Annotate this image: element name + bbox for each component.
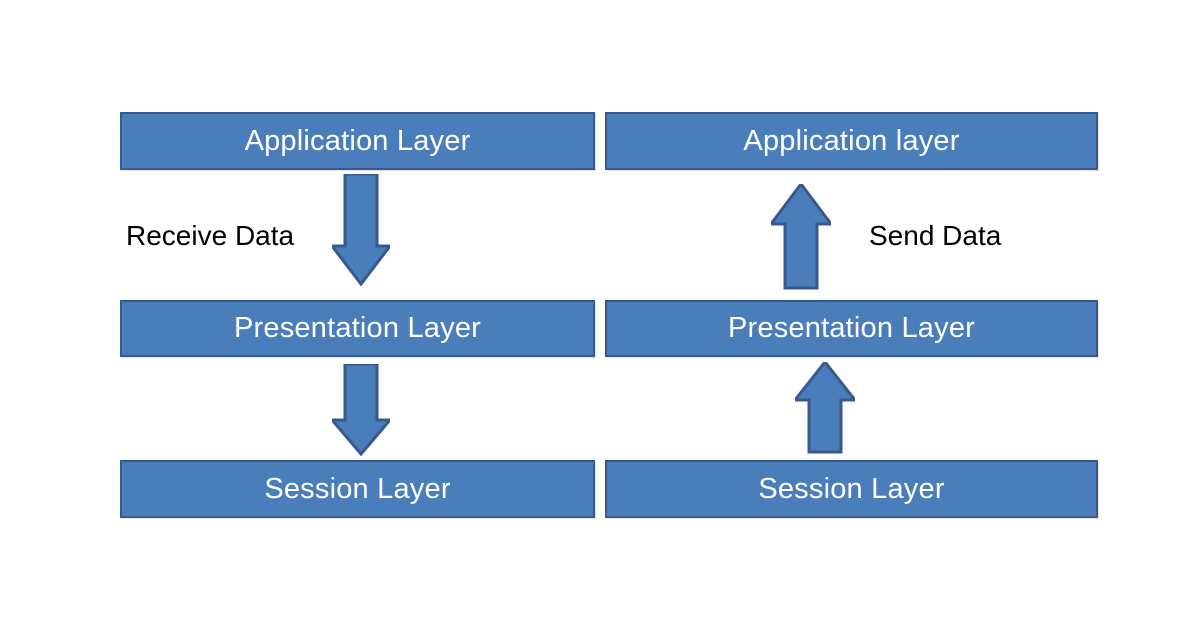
arrow-up-icon <box>771 184 831 290</box>
box-left-application-layer[interactable]: Application Layer <box>120 112 595 170</box>
box-left-presentation-layer-label: Presentation Layer <box>233 312 482 344</box>
box-right-presentation-layer[interactable]: Presentation Layer <box>605 300 1098 357</box>
box-right-application-layer[interactable]: Application layer <box>605 112 1098 170</box>
box-right-session-layer[interactable]: Session Layer <box>605 460 1098 518</box>
receive-data-label: Receive Data <box>126 220 295 251</box>
box-left-application-layer-label: Application Layer <box>244 124 471 157</box>
box-right-presentation-layer-label: Presentation Layer <box>727 312 976 344</box>
box-left-presentation-layer[interactable]: Presentation Layer <box>120 300 595 357</box>
box-left-session-layer[interactable]: Session Layer <box>120 460 595 518</box>
arrow-up-icon <box>795 362 855 454</box>
box-right-session-layer-label: Session Layer <box>758 472 945 505</box>
box-right-application-layer-label: Application layer <box>743 124 960 157</box>
arrow-up-session-to-presentation <box>795 362 855 454</box>
arrow-down-icon <box>332 364 390 456</box>
send-data-label: Send Data <box>869 220 1002 251</box>
arrow-down-icon <box>332 174 390 286</box>
arrow-down-presentation-to-session <box>332 364 390 456</box>
box-left-session-layer-label: Session Layer <box>264 472 451 505</box>
arrow-down-application-to-presentation <box>332 174 390 286</box>
arrow-up-presentation-to-application <box>771 184 831 290</box>
